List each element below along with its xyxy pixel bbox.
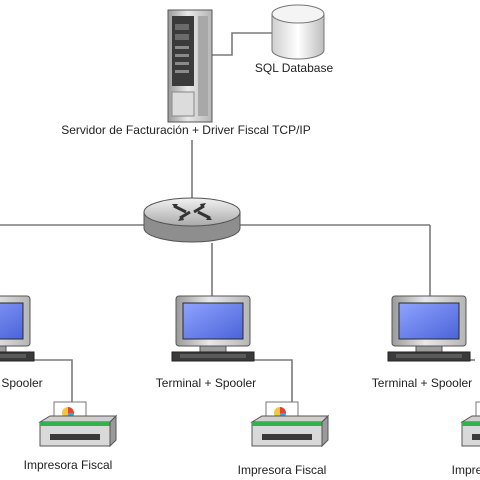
fiscal-printer-icon xyxy=(461,401,480,447)
printer-label: Impresora Fiscal xyxy=(238,463,327,477)
printer-label: Impresora Fiscal xyxy=(452,463,480,477)
server-tower-icon xyxy=(167,9,213,123)
terminal-label: Spooler xyxy=(1,376,42,390)
desktop-computer-icon xyxy=(387,295,471,362)
connection-lines xyxy=(0,32,475,418)
terminal-label: Terminal + Spooler xyxy=(372,376,472,390)
database-cylinder-icon xyxy=(271,4,325,60)
desktop-computer-icon xyxy=(0,295,35,362)
fiscal-printer-icon xyxy=(251,401,329,447)
database-label: SQL Database xyxy=(255,61,334,75)
server-label: Servidor de Facturación + Driver Fiscal … xyxy=(61,123,311,137)
network-router-icon xyxy=(143,197,241,243)
terminal-label: Terminal + Spooler xyxy=(156,376,256,390)
printer-label: Impresora Fiscal xyxy=(24,458,113,472)
fiscal-printer-icon xyxy=(39,401,117,447)
desktop-computer-icon xyxy=(171,295,255,362)
